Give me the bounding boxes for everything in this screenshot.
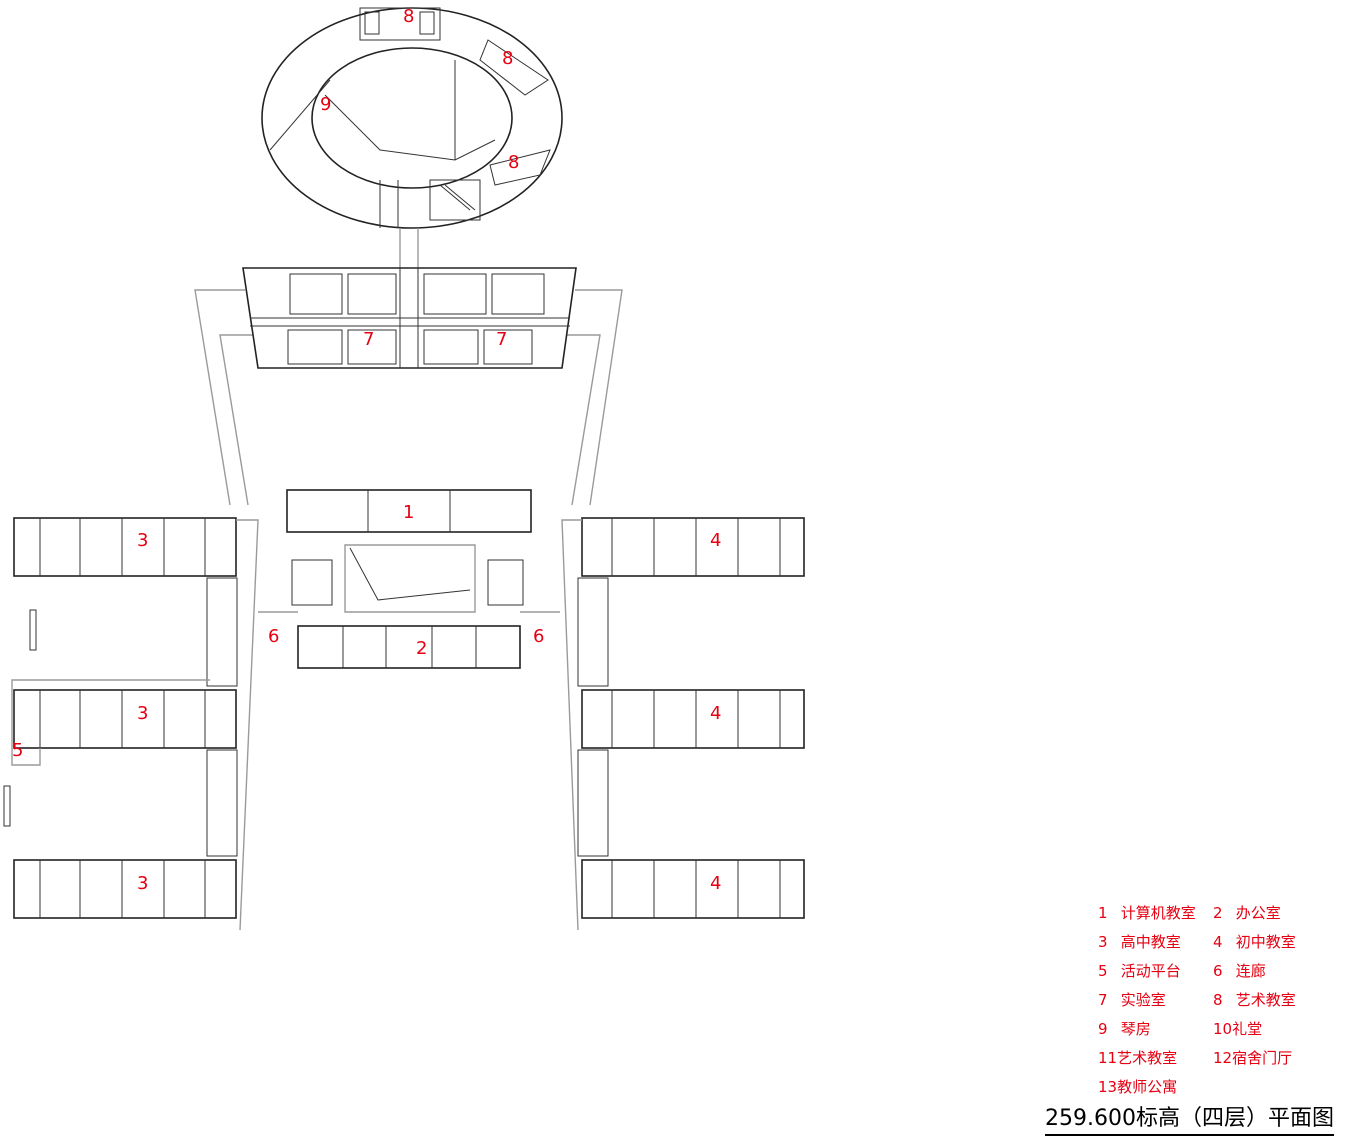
legend-item: 3 高中教室 [1098, 933, 1181, 951]
marker-7-right: 7 [496, 329, 507, 350]
marker-8-top: 8 [403, 6, 414, 27]
legend-item: 12宿舍门厅 [1213, 1049, 1293, 1067]
left-wings [3, 517, 259, 931]
legend-item: 1 计算机教室 [1098, 904, 1196, 922]
marker-1: 1 [403, 502, 414, 523]
office-block [258, 611, 560, 669]
legend-item: 13教师公寓 [1098, 1078, 1178, 1096]
marker-3-mid: 3 [137, 703, 148, 724]
marker-4-mid: 4 [710, 703, 721, 724]
legend-item: 8 艺术教室 [1213, 991, 1296, 1009]
auditorium-block [261, 7, 563, 229]
marker-4-bottom: 4 [710, 873, 721, 894]
legend-row: 1 计算机教室 2 办公室 [1098, 898, 1328, 927]
legend-row: 3 高中教室 4 初中教室 [1098, 927, 1328, 956]
legend-row: 7 实验室 8 艺术教室 [1098, 985, 1328, 1014]
room-markers: 8 8 8 9 7 7 1 2 6 6 3 3 3 4 4 4 5 [12, 6, 721, 894]
legend-row: 13教师公寓 [1098, 1072, 1328, 1101]
legend-item: 10礼堂 [1213, 1020, 1263, 1038]
plan-title: 259.600标高（四层）平面图 [1045, 1100, 1334, 1136]
marker-3-top: 3 [137, 530, 148, 551]
legend-item: 4 初中教室 [1213, 933, 1296, 951]
corridor-lines [194, 228, 623, 506]
marker-7-left: 7 [363, 329, 374, 350]
marker-6-right: 6 [533, 626, 544, 647]
central-courtyard [291, 544, 524, 613]
marker-8-lower: 8 [508, 152, 519, 173]
lab-block [242, 267, 577, 369]
legend-item: 2 办公室 [1213, 904, 1281, 922]
legend-item: 6 连廊 [1213, 962, 1266, 980]
legend-row: 11艺术教室 12宿舍门厅 [1098, 1043, 1328, 1072]
legend-item: 11艺术教室 [1098, 1049, 1178, 1067]
marker-3-bottom: 3 [137, 873, 148, 894]
legend-item: 5 活动平台 [1098, 962, 1181, 980]
marker-4-top: 4 [710, 530, 721, 551]
legend: 1 计算机教室 2 办公室 3 高中教室 4 初中教室 5 活动平台 6 连廊 … [1098, 898, 1328, 1101]
legend-item: 9 琴房 [1098, 1020, 1151, 1038]
marker-9: 9 [320, 94, 331, 115]
legend-row: 9 琴房 10礼堂 [1098, 1014, 1328, 1043]
marker-5: 5 [12, 740, 23, 761]
computer-classroom-block [286, 489, 532, 533]
marker-8-upper: 8 [502, 48, 513, 69]
right-wings [561, 517, 805, 931]
legend-row: 5 活动平台 6 连廊 [1098, 956, 1328, 985]
marker-2: 2 [416, 638, 427, 659]
marker-6-left: 6 [268, 626, 279, 647]
legend-item: 7 实验室 [1098, 991, 1166, 1009]
